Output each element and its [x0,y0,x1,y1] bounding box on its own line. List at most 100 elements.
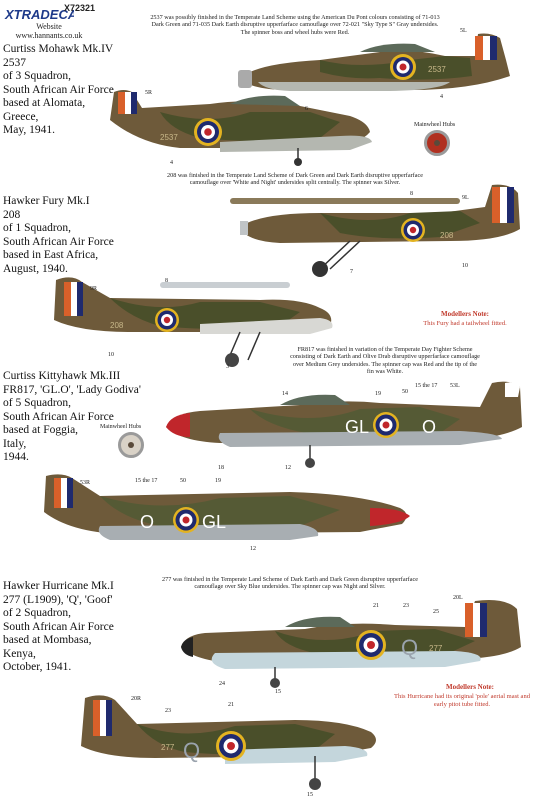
caption-line: FR817, 'GL.O', 'Lady Godiva' [3,383,141,396]
callout: 9L [462,195,469,201]
mohawk-note: 2537 was possibly finished in the Temper… [150,14,440,36]
website-url[interactable]: www.hannants.co.uk [15,31,83,40]
mohawk-top-view: 2537 5L 4 [238,28,510,100]
mohawk-mainwheel-hub [424,130,450,156]
callout: 10 [108,352,114,358]
callout: 50 [180,478,186,484]
callout: 24 [219,681,225,687]
caption-line: Hawker Fury Mk.I [3,195,90,207]
mohawk-bottom-view: 2537 5R 6 4 [110,90,372,166]
kittyhawk-caption: Curtiss Kittyhawk Mk.III FR817, 'GL.O', … [3,370,141,465]
callout: 23 [403,603,409,609]
hurricane-modellers-note-body: This Hurricane had its original 'pole' a… [394,693,530,708]
caption-line: Curtiss Mohawk Mk.IV [3,43,114,55]
caption-line: 277 (L1909), 'Q', 'Goof' [3,593,113,606]
mohawk-serial-bottom: 2537 [160,133,178,142]
callout: 19 [375,391,381,397]
caption-line: based at Alomata, [3,97,86,109]
caption-line: October, 1941. [3,661,72,673]
mohawk-serial-top: 2537 [428,65,446,74]
callout: 21 [373,603,379,609]
callout: 15 [307,792,313,798]
sheet-code: X72321 [64,3,96,13]
callout: 9R [90,286,97,292]
caption-line: based at Foggia, [3,424,79,436]
caption-line: of 1 Squadron, [3,222,72,234]
kittyhawk-note: FR817 was finished in variation of the T… [290,346,480,376]
callout: 23 [165,708,171,714]
caption-line: South African Air Force [3,620,114,633]
caption-line: 2537 [3,56,26,69]
callout: 6 [305,106,308,112]
caption-line: South African Air Force [3,410,114,423]
caption-line: of 5 Squadron, [3,397,72,409]
callout: 8 [165,278,168,284]
caption-line: based in East Africa, [3,249,99,261]
fury-modellers-note-body: This Fury had a tailwheel fitted. [423,320,507,327]
fury-caption: Hawker Fury Mk.I 208 of 1 Squadron, Sout… [3,195,114,276]
mohawk-hub-label: Mainwheel Hubs [414,122,456,128]
kittyhawk-letter-bottom: O [140,512,154,532]
caption-line: 208 [3,208,21,221]
callout: 15 the 17 [415,383,437,389]
kittyhawk-top-view: GL O 14 19 50 15 the 17 53L 18 12 [166,381,522,471]
hub-center [434,140,440,146]
callout: 18 [218,465,224,471]
fury-bottom-view: 208 9R 8 10 3 [54,277,333,370]
callout: 19 [215,478,221,484]
callout: 53R [80,480,90,486]
callout: 21 [228,702,234,708]
callout: 50 [402,389,408,395]
xtradecal-logo: XTRADECAL [4,4,74,22]
callout: 7 [350,269,353,275]
callout: 3 [226,364,229,370]
hurricane-serial-bottom: 277 [161,743,175,752]
hurricane-serial-top: 277 [429,644,443,653]
kittyhawk-code-top: GL [345,417,369,437]
callout: 12 [250,546,256,552]
callout: 53L [450,383,460,389]
caption-line: Italy, [3,437,27,450]
callout: 12 [285,465,291,471]
callout: 4 [170,160,173,166]
callout: 8 [410,191,413,197]
callout: 15 [275,689,281,695]
hurricane-letter-bottom: Q [183,738,200,763]
caption-line: of 3 Squadron, [3,70,72,82]
caption-line: South African Air Force [3,83,114,96]
caption-line: Greece, [3,110,39,123]
callout: 5R [145,90,152,96]
caption-line: Kenya, [3,647,36,660]
callout: 5L [460,28,467,34]
kittyhawk-mainwheel-hub [118,432,144,458]
kittyhawk-letter-top: O [422,417,436,437]
fury-modellers-note-title: Modellers Note: [440,310,489,318]
callout: 20L [453,595,463,601]
hurricane-top-view: Q 277 21 23 25 20L 24 15 [181,595,521,695]
logo-text: XTRADECAL [4,7,74,22]
fury-serial-top: 208 [440,231,454,240]
mohawk-caption: Curtiss Mohawk Mk.IV 2537 of 3 Squadron,… [3,43,114,138]
caption-line: 1944. [3,451,29,463]
kittyhawk-bottom-view: O GL 53R 15 the 17 50 19 12 [44,474,410,552]
hurricane-modellers-note-title: Modellers Note: [445,683,494,691]
callout: 20R [131,696,141,702]
caption-line: Curtiss Kittyhawk Mk.III [3,370,121,382]
hub-center [128,442,134,448]
callout: 15 the 17 [135,478,157,484]
callout: 4 [440,94,443,100]
callout: 10 [462,263,468,269]
website-block: Website www.hannants.co.uk [4,22,94,40]
fury-note: 208 was finished in the Temperate Land S… [167,172,423,187]
caption-line: based at Mombasa, [3,634,92,646]
fury-serial-bottom: 208 [110,321,124,330]
caption-line: August, 1940. [3,262,68,275]
callout: 25 [433,609,439,615]
caption-line: of 2 Squadron, [3,607,72,619]
caption-line: May, 1941. [3,124,55,136]
fury-top-view: 208 8 9L 7 10 [230,184,520,277]
hurricane-caption: Hawker Hurricane Mk.I 277 (L1909), 'Q', … [3,580,114,675]
callout: 14 [282,391,288,397]
caption-line: Hawker Hurricane Mk.I [3,580,114,592]
website-label: Website [36,22,62,31]
